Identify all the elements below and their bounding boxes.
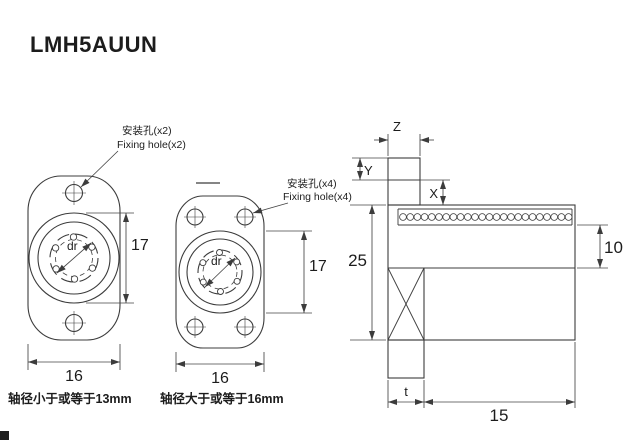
- ball: [535, 213, 544, 221]
- ball: [550, 213, 558, 221]
- middle-dim-16: 16: [211, 370, 229, 387]
- ball: [51, 244, 60, 252]
- ball: [449, 213, 458, 221]
- side-bottom-extension-lines: [387, 342, 576, 408]
- side-dimZ-extension-lines: [387, 134, 421, 156]
- ball: [485, 213, 494, 221]
- middle-inner-dashed-circle: [202, 254, 238, 290]
- side-dim-25: 25: [348, 251, 367, 270]
- ball: [528, 213, 537, 221]
- side-dim-z: Z: [393, 119, 401, 134]
- side-dim-15: 15: [490, 406, 509, 425]
- ball: [463, 213, 472, 221]
- ball: [233, 258, 241, 266]
- left-dr-arrow: [56, 242, 92, 274]
- ball: [88, 243, 96, 251]
- middle-outer-circle: [178, 230, 262, 314]
- left-note-en: Fixing hole(x2): [117, 139, 186, 151]
- middle-dr-label: dr: [211, 254, 222, 268]
- ball: [233, 277, 241, 285]
- side-flange-bottom-tab: [387, 339, 425, 379]
- left-outer-circle: [28, 212, 120, 304]
- middle-view-geometry: [175, 182, 265, 349]
- side-view-geometry: [387, 157, 576, 379]
- ball: [217, 288, 224, 295]
- left-bore-circle: [49, 233, 99, 283]
- ball: [557, 213, 566, 221]
- caption-left-shaft-range: 轴径小于或等于13mm: [8, 391, 132, 406]
- middle-body-circle: [186, 238, 254, 306]
- ball: [216, 249, 223, 256]
- side-view-dimensions: [350, 134, 608, 408]
- left-dim-17: 17: [131, 237, 149, 254]
- side-dim25-extension-lines: [350, 204, 386, 341]
- left-flange-outline: [27, 175, 121, 341]
- middle-note-cn: 安装孔(x4): [287, 177, 337, 190]
- ball: [52, 265, 60, 273]
- ball: [70, 275, 79, 283]
- ball: [507, 213, 515, 221]
- ball: [499, 213, 508, 221]
- ball: [399, 213, 407, 221]
- middle-note-en: Fixing hole(x4): [283, 191, 352, 203]
- ball: [514, 213, 522, 221]
- ball-row: [399, 213, 573, 221]
- left-dim-16: 16: [65, 368, 83, 385]
- side-dim-t: t: [404, 384, 408, 399]
- ball: [199, 278, 207, 286]
- ball: [406, 213, 415, 221]
- left-dr-label: dr: [67, 239, 78, 253]
- ball: [88, 264, 97, 272]
- ball: [543, 213, 551, 221]
- ball: [435, 213, 443, 221]
- left-hole-center-marks: [62, 181, 86, 335]
- side-dim-10: 10: [604, 238, 623, 257]
- ball: [427, 213, 436, 221]
- ball: [564, 213, 573, 221]
- ball: [471, 213, 479, 221]
- middle-view-dimensions: [175, 202, 312, 372]
- side-ball-race: [397, 208, 573, 226]
- left-dim16-extension-lines: [27, 344, 121, 370]
- middle-dim-17: 17: [309, 258, 327, 275]
- side-flange-top-tab: [387, 157, 421, 206]
- side-dim-y: Y: [364, 163, 373, 178]
- left-note-leader-line: [80, 150, 119, 188]
- page-title: LMH5AUUN: [30, 32, 157, 57]
- left-view-dimensions: [27, 150, 134, 370]
- middle-dr-arrow: [204, 257, 236, 288]
- ball: [413, 213, 422, 221]
- side-dim-x: X: [429, 186, 438, 201]
- middle-bore-balls: [199, 249, 241, 295]
- side-section-cross-hatch: [387, 267, 425, 341]
- ball: [420, 213, 429, 221]
- ball: [456, 213, 465, 221]
- middle-dim16-extension-lines: [175, 352, 265, 372]
- ball: [442, 213, 451, 221]
- ball: [521, 213, 530, 221]
- ball: [492, 213, 501, 221]
- middle-hole-center-marks: [184, 206, 256, 338]
- middle-flange-outline: [175, 195, 265, 349]
- ball: [69, 233, 78, 241]
- caption-right-shaft-range: 轴径大于或等于16mm: [160, 391, 284, 406]
- left-note-cn: 安装孔(x2): [122, 124, 172, 137]
- left-body-circle: [37, 221, 111, 295]
- corner-artifact: [0, 431, 9, 440]
- ball: [478, 213, 487, 221]
- middle-dim17-extension-lines: [266, 230, 312, 314]
- side-body-outline: [387, 204, 576, 341]
- ball: [199, 259, 207, 267]
- middle-note-leader-line: [252, 202, 289, 214]
